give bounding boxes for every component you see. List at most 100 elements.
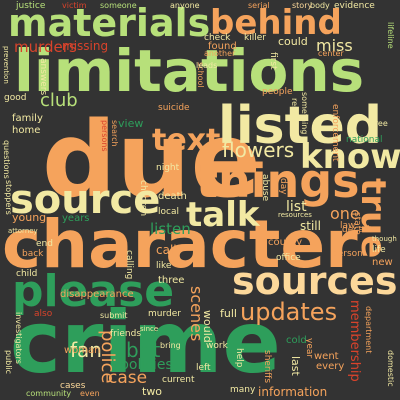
word-updates: updates: [240, 298, 338, 326]
word-every: every: [316, 361, 345, 372]
word-talk: talk: [186, 195, 260, 235]
word-search: search: [110, 120, 119, 147]
word-answers: answers: [38, 58, 48, 96]
word-know: know: [300, 137, 400, 177]
word-free: free: [372, 119, 388, 128]
word-last: last: [289, 356, 302, 376]
word-friends: friends: [110, 329, 142, 339]
word-sources: sources: [232, 259, 398, 303]
word-body: body: [310, 1, 330, 10]
word-public: public: [4, 350, 13, 375]
word-prevention: prevention: [2, 46, 10, 84]
word-club: club: [40, 90, 78, 111]
word-good: good: [4, 93, 27, 103]
word-enforcement: enforcement: [330, 104, 340, 162]
word-listen: listen: [150, 220, 191, 238]
word-day: day: [278, 178, 288, 195]
word-night: night: [156, 163, 180, 173]
word-also: also: [34, 309, 53, 319]
word-new: new: [372, 257, 393, 268]
word-brit: brit: [126, 338, 161, 362]
word-center: center: [318, 49, 344, 58]
word-like: like: [156, 261, 172, 271]
word-bring: bring: [160, 341, 181, 350]
word-attorney: attorney: [8, 227, 38, 235]
word-fan: fan: [70, 338, 102, 362]
word-help: help: [234, 348, 244, 368]
word-disappearance: disappearance: [60, 289, 134, 300]
word-child: child: [16, 269, 38, 279]
word-state: state: [352, 212, 362, 235]
word-investigators: investigators: [14, 312, 23, 364]
word-year: year: [304, 338, 314, 359]
word-suicide: suicide: [158, 103, 190, 113]
word-still: still: [300, 219, 321, 233]
word-first: first: [268, 52, 278, 70]
word-victim: victim: [62, 1, 87, 10]
word-behind: behind: [210, 3, 342, 43]
word-current: current: [162, 375, 195, 385]
word-please: please: [12, 266, 175, 317]
word-many: many: [230, 385, 256, 395]
word-limitations: limitations: [14, 37, 365, 105]
word-national: national: [346, 135, 383, 145]
word-case: case: [108, 368, 148, 388]
word-woman: woman: [64, 345, 101, 356]
word-went: went: [314, 351, 339, 362]
word-full: full: [220, 307, 237, 320]
word-membership: membership: [347, 300, 362, 382]
word-information: information: [258, 385, 328, 399]
word-something: something: [300, 92, 309, 135]
word-though: though: [372, 235, 397, 243]
word-view: view: [118, 117, 144, 130]
word-source: source: [10, 177, 161, 223]
word-policies: policies: [120, 357, 173, 373]
word-one: one: [330, 204, 360, 223]
word-questions: questions: [2, 140, 11, 179]
word-missing: missing: [62, 39, 109, 53]
word-local: local: [158, 207, 179, 217]
word-end: end: [36, 239, 53, 249]
word-police: police: [97, 330, 118, 384]
word-even: even: [80, 389, 100, 398]
word-stoppers: stoppers: [4, 180, 13, 215]
word-two: two: [142, 385, 163, 398]
word-years: years: [62, 213, 90, 224]
word-could: could: [278, 35, 308, 48]
word-materials: materials: [8, 1, 211, 45]
word-decades: decades: [342, 225, 380, 235]
word-home: home: [12, 125, 41, 136]
word-remains: remains: [290, 98, 299, 131]
word-list: list: [286, 199, 307, 215]
word-school: school: [196, 62, 205, 88]
word-persons: persons: [100, 120, 109, 152]
word-character: character: [2, 206, 358, 283]
word-back: back: [22, 249, 44, 259]
word-left: left: [196, 363, 211, 373]
word-office: office: [276, 253, 301, 263]
word-since: since: [140, 325, 159, 333]
word-due: due: [42, 99, 262, 221]
word-murder: murder: [148, 309, 181, 319]
word-crime: crime: [10, 293, 281, 393]
word-life: life: [372, 245, 386, 255]
word-calling: calling: [124, 250, 134, 280]
word-death: death: [158, 191, 187, 202]
word-department: department: [364, 306, 373, 354]
word-county: county: [268, 237, 303, 248]
word-true: true: [353, 178, 393, 259]
word-serial: serial: [248, 1, 270, 10]
word-would: would: [201, 310, 214, 343]
word-community: community: [26, 389, 72, 398]
word-someone: someone: [100, 1, 137, 10]
word-call: call: [156, 243, 177, 257]
word-family: family: [12, 113, 43, 124]
word-listed: listed: [218, 96, 382, 156]
word-law: law: [340, 221, 356, 231]
word-story: story: [292, 1, 313, 10]
word-lifeline: lifeline: [386, 22, 395, 49]
word-domestic: domestic: [386, 350, 395, 387]
word-resources: resources: [278, 211, 312, 219]
word-things: things: [196, 154, 360, 208]
